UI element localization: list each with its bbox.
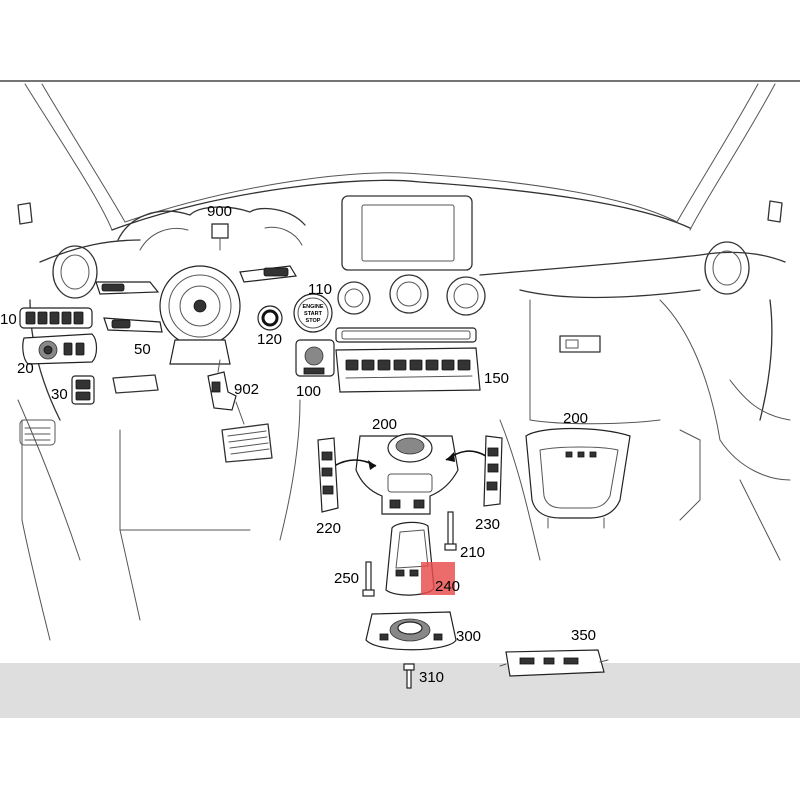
part-310-screw: [403, 663, 415, 689]
callout-300: 300: [456, 628, 481, 645]
callout-labels: 900 110 10 120 50 20 150 902 30 100 200 …: [0, 203, 596, 686]
part-250-bolt: [362, 561, 375, 597]
callout-10: 10: [0, 311, 17, 328]
interior-outline: [17, 83, 791, 641]
part-350-module: [499, 649, 609, 677]
part-200-console-bezel: [525, 427, 631, 529]
center-vents: [337, 274, 486, 316]
part-120-ring: [257, 305, 283, 331]
callout-150: 150: [484, 370, 509, 387]
part-902-bracket: [207, 359, 237, 411]
part-50-steering-clockspring: [95, 223, 297, 365]
callout-200-right: 200: [563, 410, 588, 427]
part-210-bolt: [444, 511, 457, 551]
part-150-climate-panel: [335, 327, 481, 393]
part-230-trim-right: [483, 435, 503, 507]
callout-900: 900: [207, 203, 232, 220]
callout-50: 50: [134, 341, 151, 358]
callout-200-center: 200: [372, 416, 397, 433]
part-30-switch: [71, 375, 95, 405]
callout-310: 310: [419, 669, 444, 686]
part-220-trim-left: [317, 437, 339, 513]
callout-250: 250: [334, 570, 359, 587]
callout-350: 350: [571, 627, 596, 644]
part-20-light-switch: [22, 333, 98, 365]
callout-30: 30: [51, 386, 68, 403]
callout-110: 110: [308, 281, 332, 298]
bottom-band: [0, 663, 800, 718]
callout-210: 210: [460, 544, 485, 561]
callout-100: 100: [296, 383, 321, 400]
part-110-start-stop-button: ENGINE START STOP: [293, 293, 333, 333]
part-240-highlight: [421, 562, 455, 595]
callout-240: 240: [435, 578, 460, 595]
callout-220: 220: [316, 520, 341, 537]
callout-230: 230: [475, 516, 500, 533]
start-stop-line1: ENGINE: [302, 304, 323, 310]
callout-20: 20: [17, 360, 34, 377]
part-200-console-center: [355, 433, 459, 515]
part-10-switch-panel: [19, 307, 93, 329]
start-stop-line2: START: [304, 311, 323, 317]
assembly-arrows: [333, 450, 487, 470]
part-300-controller: [365, 611, 457, 651]
callout-120: 120: [257, 331, 282, 348]
start-stop-line3: STOP: [306, 318, 321, 324]
part-100-ignition-switch: [295, 339, 335, 377]
callout-902: 902: [234, 381, 259, 398]
